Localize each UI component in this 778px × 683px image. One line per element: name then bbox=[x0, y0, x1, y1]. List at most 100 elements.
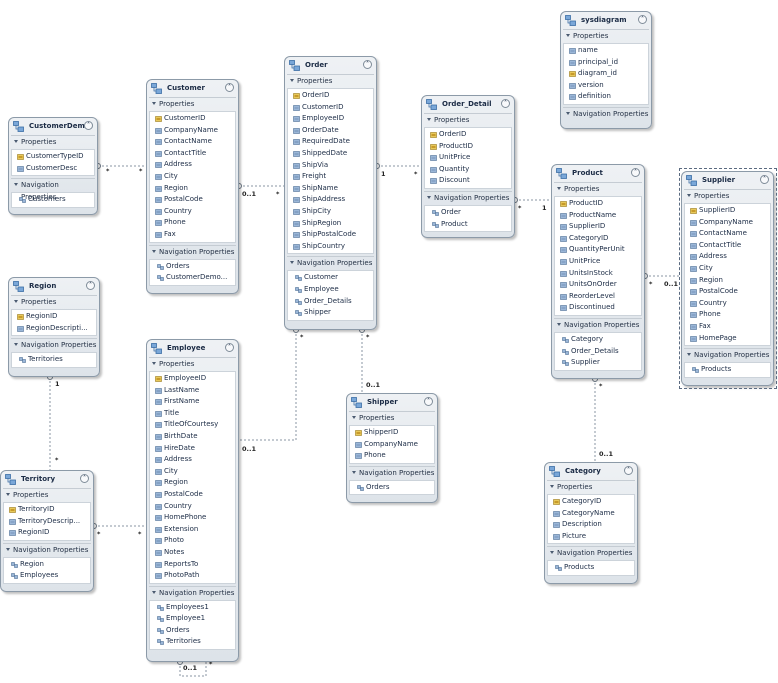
property-row[interactable]: principal_id bbox=[564, 57, 648, 69]
expand-toggle-icon[interactable] bbox=[565, 111, 571, 117]
property-row[interactable]: Fax bbox=[150, 229, 235, 241]
entity-header[interactable]: Region˄ bbox=[9, 278, 99, 295]
property-row[interactable]: Discount bbox=[425, 175, 511, 187]
navigation-property-row[interactable]: Territories bbox=[152, 636, 235, 648]
expand-toggle-icon[interactable] bbox=[5, 547, 11, 553]
property-row[interactable]: ShipRegion bbox=[288, 218, 373, 230]
expand-toggle-icon[interactable] bbox=[351, 470, 357, 476]
collapse-icon[interactable]: ˄ bbox=[84, 121, 93, 130]
collapse-icon[interactable]: ˄ bbox=[624, 466, 633, 475]
property-row[interactable]: City bbox=[150, 466, 235, 478]
property-row[interactable]: UnitsInStock bbox=[555, 268, 641, 280]
property-row[interactable]: Country bbox=[685, 298, 770, 310]
collapse-icon[interactable]: ˄ bbox=[225, 343, 234, 352]
property-row[interactable]: CompanyName bbox=[150, 125, 235, 137]
property-row[interactable]: Region bbox=[685, 275, 770, 287]
property-row[interactable]: PhotoPath bbox=[150, 570, 235, 582]
collapse-icon[interactable]: ˄ bbox=[631, 168, 640, 177]
property-row[interactable]: HomePage bbox=[685, 333, 770, 345]
properties-section-header[interactable]: Properties bbox=[11, 295, 97, 308]
entity-header[interactable]: Customer˄ bbox=[147, 80, 238, 97]
navigation-property-row[interactable]: Category bbox=[557, 334, 641, 346]
property-row[interactable]: ShipCountry bbox=[288, 241, 373, 253]
property-row[interactable]: Extension bbox=[150, 524, 235, 536]
property-row[interactable]: version bbox=[564, 80, 648, 92]
expand-toggle-icon[interactable] bbox=[549, 550, 555, 556]
property-row[interactable]: HireDate bbox=[150, 443, 235, 455]
property-row[interactable]: Notes bbox=[150, 547, 235, 559]
expand-toggle-icon[interactable] bbox=[426, 117, 432, 123]
property-row[interactable]: CustomerID bbox=[150, 113, 235, 125]
properties-section-header[interactable]: Properties bbox=[149, 357, 236, 370]
navigation-property-row[interactable]: Customer bbox=[290, 272, 373, 284]
property-row[interactable]: Address bbox=[150, 454, 235, 466]
expand-toggle-icon[interactable] bbox=[565, 33, 571, 39]
navigation-property-row[interactable]: CustomerDemo... bbox=[152, 272, 235, 284]
property-row[interactable]: ShipAddress bbox=[288, 194, 373, 206]
navigation-property-row[interactable]: Shipper bbox=[290, 307, 373, 319]
property-row[interactable]: Fax bbox=[685, 321, 770, 333]
expand-toggle-icon[interactable] bbox=[289, 260, 295, 266]
navigation-property-row[interactable]: Order_Details bbox=[557, 346, 641, 358]
property-row[interactable]: ProductID bbox=[425, 141, 511, 153]
property-row[interactable]: EmployeeID bbox=[288, 113, 373, 125]
navigation-property-row[interactable]: Products bbox=[550, 562, 634, 574]
navigation-property-row[interactable]: Supplier bbox=[557, 357, 641, 369]
properties-section-header[interactable]: Properties bbox=[149, 97, 236, 110]
property-row[interactable]: ShipVia bbox=[288, 160, 373, 172]
property-row[interactable]: City bbox=[150, 171, 235, 183]
property-row[interactable]: FirstName bbox=[150, 396, 235, 408]
property-row[interactable]: CategoryName bbox=[548, 508, 634, 520]
property-row[interactable]: ShipperID bbox=[350, 427, 434, 439]
expand-toggle-icon[interactable] bbox=[13, 182, 19, 188]
property-row[interactable]: Phone bbox=[350, 450, 434, 462]
collapse-icon[interactable]: ˄ bbox=[363, 60, 372, 69]
properties-section-header[interactable]: Properties bbox=[563, 29, 649, 42]
navigation-property-row[interactable]: Employees bbox=[6, 570, 90, 582]
properties-section-header[interactable]: Properties bbox=[3, 488, 91, 501]
navigation-section-header[interactable]: Navigation Properties bbox=[424, 190, 512, 204]
property-row[interactable]: CategoryID bbox=[555, 233, 641, 245]
property-row[interactable]: LastName bbox=[150, 385, 235, 397]
property-row[interactable]: CompanyName bbox=[685, 217, 770, 229]
navigation-section-header[interactable]: Navigation Properties bbox=[11, 338, 97, 351]
property-row[interactable]: UnitPrice bbox=[425, 152, 511, 164]
navigation-property-row[interactable]: Product bbox=[427, 219, 511, 231]
navigation-section-header[interactable]: Navigation Properties bbox=[149, 585, 236, 599]
collapse-icon[interactable]: ˄ bbox=[80, 474, 89, 483]
property-row[interactable]: Quantity bbox=[425, 164, 511, 176]
property-row[interactable]: ReorderLevel bbox=[555, 291, 641, 303]
property-row[interactable]: definition bbox=[564, 91, 648, 103]
property-row[interactable]: BirthDate bbox=[150, 431, 235, 443]
expand-toggle-icon[interactable] bbox=[13, 342, 19, 348]
property-row[interactable]: CompanyName bbox=[350, 439, 434, 451]
property-row[interactable]: Address bbox=[150, 159, 235, 171]
navigation-section-header[interactable]: Navigation Properties bbox=[3, 542, 91, 556]
navigation-section-header[interactable]: Navigation Properties bbox=[554, 317, 642, 331]
navigation-property-row[interactable]: Products bbox=[687, 364, 770, 376]
entity-header[interactable]: sysdiagram˄ bbox=[561, 12, 651, 29]
navigation-section-header[interactable]: Navigation Properties bbox=[563, 106, 649, 120]
expand-toggle-icon[interactable] bbox=[13, 139, 19, 145]
property-row[interactable]: PostalCode bbox=[150, 489, 235, 501]
navigation-property-row[interactable]: Employee1 bbox=[152, 613, 235, 625]
property-row[interactable]: ShipName bbox=[288, 183, 373, 195]
expand-toggle-icon[interactable] bbox=[289, 78, 295, 84]
property-row[interactable]: City bbox=[685, 263, 770, 275]
property-row[interactable]: Region bbox=[150, 183, 235, 195]
navigation-property-row[interactable]: Order bbox=[427, 207, 511, 219]
property-row[interactable]: Discontinued bbox=[555, 302, 641, 314]
expand-toggle-icon[interactable] bbox=[13, 299, 19, 305]
property-row[interactable]: CustomerTypeID bbox=[12, 151, 94, 163]
expand-toggle-icon[interactable] bbox=[426, 195, 432, 201]
collapse-icon[interactable]: ˄ bbox=[760, 175, 769, 184]
property-row[interactable]: TitleOfCourtesy bbox=[150, 419, 235, 431]
expand-toggle-icon[interactable] bbox=[151, 590, 157, 596]
